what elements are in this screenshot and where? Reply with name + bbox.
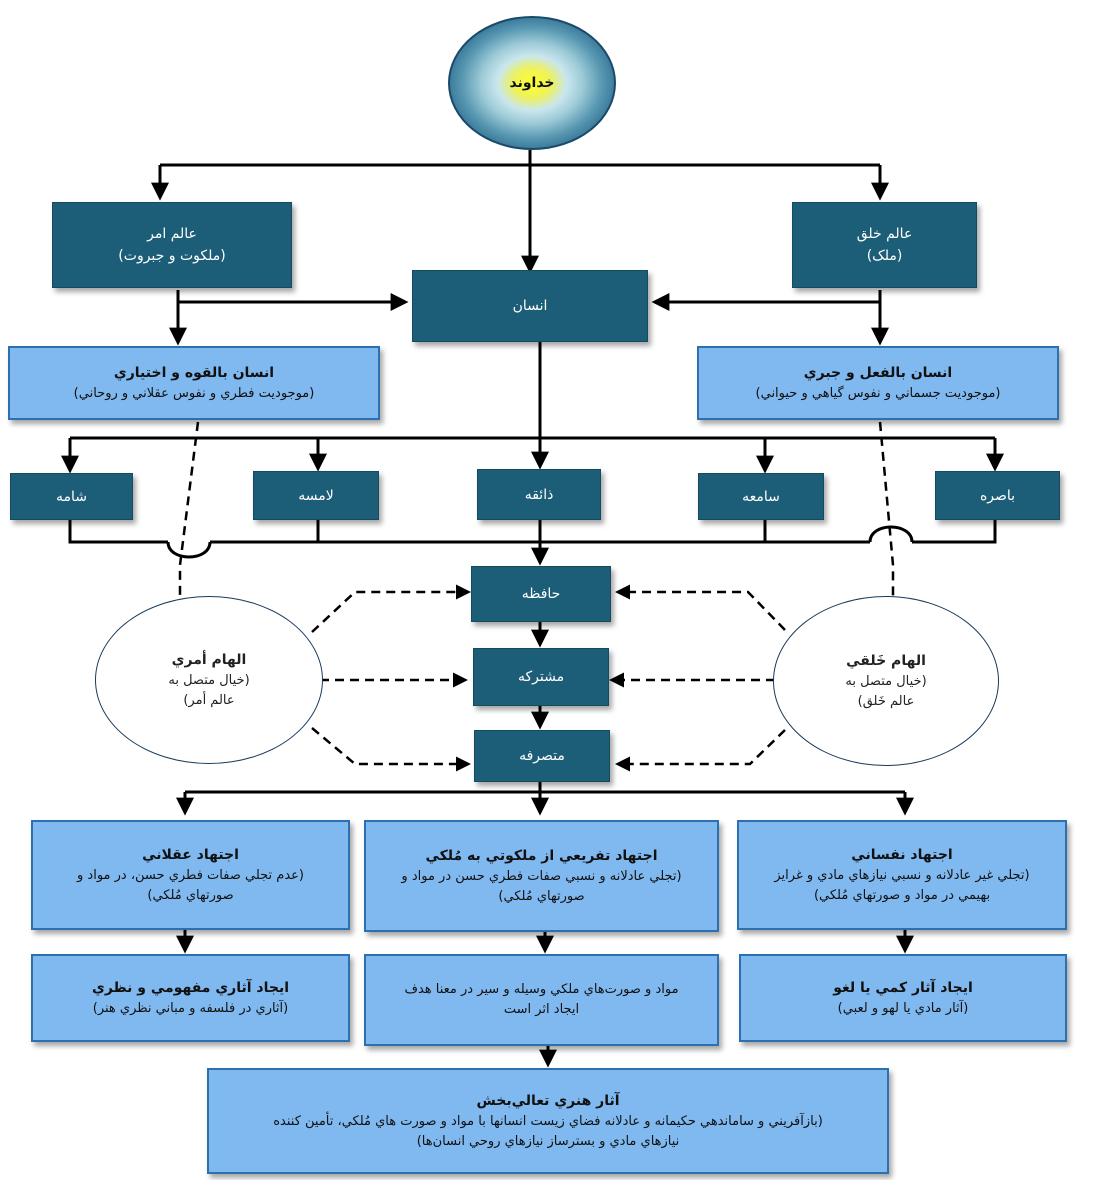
ijad-kami-title: ايجاد آثار كمي يا لغو	[833, 980, 973, 996]
ejtehad-aqlani-sub2: صورتهاي مُلكي)	[147, 888, 234, 903]
elham-khalqi-title: الهام خَلقي	[846, 653, 926, 669]
asar-honari-box: آثار هنري تعالي‌بخش (بازآفريني و سامانده…	[207, 1068, 889, 1174]
ijad-kami-sub: (آثار مادي يا لهو و لعبي)	[837, 1001, 969, 1016]
ijad-mafhumi-box: ايجاد آثاري مفهومي و نظري (آثاري در فلسف…	[31, 954, 350, 1042]
ensan-bel-quwwa-title: انسان بالقوه و اختياري	[113, 365, 275, 381]
elham-amri-title: الهام أمري	[171, 652, 247, 668]
ejtehad-nafsani-sub2: بهيمي در مواد و صورتهاي مُلكي)	[813, 888, 991, 903]
ejtehad-nafsani-sub1: (تجلي غير عادلانه و نسبي نيازهاي مادي و …	[774, 868, 1030, 883]
moshtarakeh-label: مشتركه	[517, 669, 565, 685]
alam-khalq-title: عالم خلق	[856, 226, 913, 242]
ensan-label: انسان	[512, 298, 548, 314]
mavad-box: مواد و صورت‌هاي ملكي وسيله و سير در معنا…	[364, 954, 719, 1046]
god-node: خداوند	[448, 16, 616, 150]
ejtehad-aqlani-box: اجتهاد عقلاني (عدم تجلي صفات فطري حسن، د…	[31, 820, 350, 930]
ensan-bel-fel-title: انسان بالفعل و جبري	[803, 365, 953, 381]
god-label: خداوند	[509, 75, 555, 91]
asar-honari-sub2: نيازهاي مادي و بسترساز نيازهاي روحي انسا…	[416, 1134, 680, 1149]
alam-amr-box: عالم امر (ملكوت و جبروت)	[52, 202, 292, 288]
elham-amri-sub1: (خيال متصل به	[168, 673, 250, 688]
ensan-bel-quwwa-box: انسان بالقوه و اختياري (موجوديت فطري و ن…	[8, 346, 380, 420]
asar-honari-title: آثار هنري تعالي‌بخش	[476, 1093, 620, 1109]
mavad-line1: مواد و صورت‌هاي ملكي وسيله و سير در معنا…	[404, 982, 679, 997]
ejtehad-nafsani-title: اجتهاد نفساني	[851, 847, 953, 863]
alam-amr-title: عالم امر	[147, 226, 197, 242]
ensan-bel-fel-box: انسان بالفعل و جبري (موجوديت جسماني و نف…	[697, 346, 1059, 420]
alam-khalq-sub: (ملک)	[866, 248, 903, 264]
ijad-kami-box: ايجاد آثار كمي يا لغو (آثار مادي يا لهو …	[739, 954, 1067, 1042]
sense-zaeqeh-label: ذائقه	[524, 486, 554, 503]
motasarefeh-box: متصرفه	[474, 730, 610, 782]
sense-sameeh: سامعه	[698, 473, 824, 520]
ejtehad-tafrii-box: اجتهاد تفريعي از ملكوتي به مُلكي (تجلي ع…	[364, 820, 719, 932]
sense-sameeh-label: سامعه	[742, 488, 780, 505]
mavad-line2: ايجاد اثر است	[503, 1002, 580, 1017]
sense-baserah-label: باصره	[979, 487, 1016, 504]
sense-lameseh: لامسه	[253, 471, 379, 520]
sense-zaeqeh: ذائقه	[477, 469, 601, 520]
elham-khalqi-sub1: (خيال متصل به	[845, 674, 927, 689]
ejtehad-aqlani-title: اجتهاد عقلاني	[142, 847, 239, 863]
elham-amri-sub2: عالم أمر)	[183, 693, 235, 708]
sense-shameh: شامه	[10, 473, 133, 520]
sense-shameh-label: شامه	[56, 488, 88, 505]
elham-khalqi-sub2: عالم خَلق)	[857, 694, 915, 709]
asar-honari-sub1: (بازآفريني و ساماندهي حكيمانه و عادلانه …	[273, 1114, 823, 1129]
ensan-box: انسان	[412, 270, 648, 342]
ejtehad-tafrii-sub2: صورتهاي مُلكي)	[498, 889, 585, 904]
alam-khalq-box: عالم خلق (ملک)	[792, 202, 977, 288]
ijad-mafhumi-title: ايجاد آثاري مفهومي و نظري	[91, 980, 290, 996]
ijad-mafhumi-sub: (آثاري در فلسفه و مباني نظري هنر)	[92, 1001, 289, 1016]
hafezeh-box: حافظه	[471, 566, 611, 622]
elham-amri-ellipse: الهام أمري (خيال متصل به عالم أمر)	[95, 596, 323, 764]
moshtarakeh-box: مشتركه	[473, 648, 609, 706]
motasarefeh-label: متصرفه	[519, 748, 565, 764]
ejtehad-tafrii-title: اجتهاد تفريعي از ملكوتي به مُلكي	[425, 848, 658, 864]
elham-khalqi-ellipse: الهام خَلقي (خيال متصل به عالم خَلق)	[773, 596, 999, 766]
ensan-bel-quwwa-sub: (موجوديت فطري و نفوس عقلاني و روحاني)	[73, 386, 315, 401]
hafezeh-label: حافظه	[521, 586, 561, 602]
ejtehad-nafsani-box: اجتهاد نفساني (تجلي غير عادلانه و نسبي ن…	[737, 820, 1067, 930]
ejtehad-tafrii-sub1: (تجلي عادلانه و نسبي صفات فطري حسن در مو…	[401, 869, 682, 884]
sense-baserah: باصره	[935, 471, 1060, 520]
alam-amr-sub: (ملكوت و جبروت)	[118, 248, 226, 264]
ensan-bel-fel-sub: (موجوديت جسماني و نفوس گياهي و حيواني)	[755, 386, 1001, 401]
ejtehad-aqlani-sub1: (عدم تجلي صفات فطري حسن، در مواد و	[77, 868, 304, 883]
sense-lameseh-label: لامسه	[298, 487, 334, 504]
